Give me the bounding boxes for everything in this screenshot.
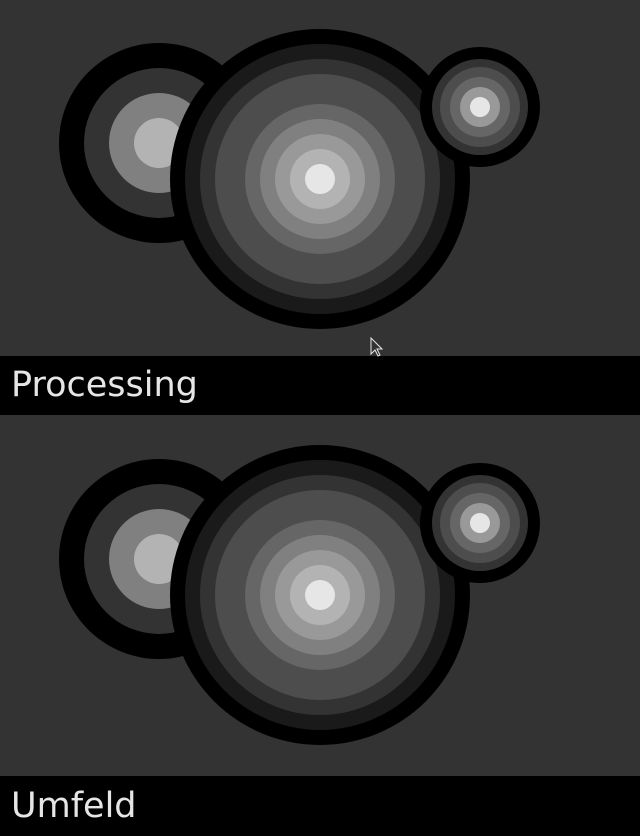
left-circle-ring — [134, 118, 184, 168]
left-circle-ring — [134, 534, 184, 584]
umfeld-canvas — [0, 415, 640, 776]
processing-label: Processing — [11, 365, 198, 405]
big-circle-ring — [305, 580, 335, 610]
right-circle-ring — [470, 97, 490, 117]
umfeld-concentric-circles — [59, 445, 540, 745]
umfeld-label-bar: Umfeld — [0, 776, 640, 836]
processing-label-bar: Processing — [0, 356, 640, 415]
big-circle-ring — [305, 164, 335, 194]
processing-concentric-circles — [59, 29, 540, 329]
right-circle-ring — [470, 513, 490, 533]
umfeld-label: Umfeld — [11, 785, 137, 826]
processing-canvas — [0, 0, 640, 356]
mouse-pointer-icon — [370, 337, 384, 357]
